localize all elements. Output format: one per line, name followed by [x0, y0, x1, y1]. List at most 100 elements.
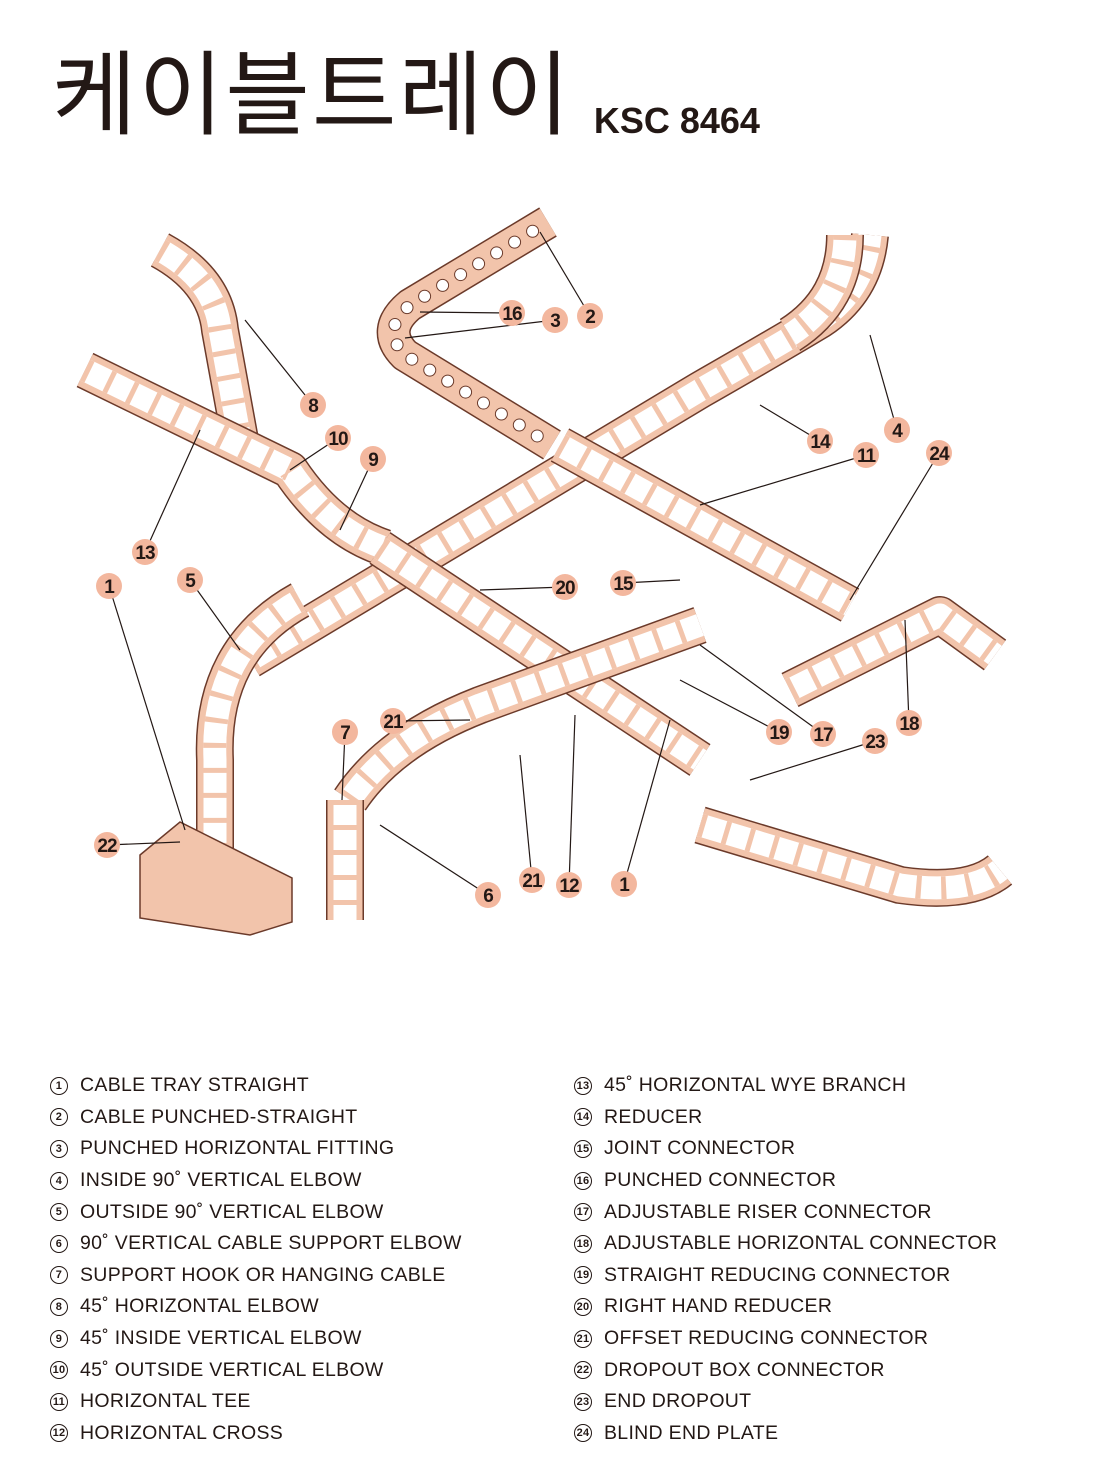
legend-label: INSIDE 90˚ VERTICAL ELBOW — [80, 1169, 362, 1192]
callout-20: 20 — [552, 574, 578, 600]
callout-number: 5 — [185, 571, 196, 592]
callout-number: 1 — [619, 875, 630, 896]
punch-hole — [530, 429, 544, 443]
legend-label: DROPOUT BOX CONNECTOR — [604, 1358, 885, 1381]
callout-12: 12 — [556, 872, 582, 898]
legend-label: 45˚ OUTSIDE VERTICAL ELBOW — [80, 1358, 384, 1381]
dropout-box — [139, 821, 293, 936]
callout-number: 3 — [550, 311, 560, 332]
callout-14: 14 — [807, 428, 833, 454]
leader-line — [904, 619, 910, 724]
callout-24: 24 — [926, 440, 952, 466]
callout-circle — [896, 710, 922, 736]
tray-45-horizontal-elbow — [150, 233, 259, 444]
callout-circle — [380, 708, 406, 734]
callout-19: 19 — [766, 719, 792, 745]
callout-number: 12 — [559, 876, 579, 897]
callout-3: 3 — [542, 307, 568, 333]
callout-number: 22 — [97, 836, 117, 857]
callout-circle — [926, 440, 952, 466]
leader-line — [244, 319, 314, 406]
callout-circle — [360, 446, 386, 472]
callout-circle — [325, 425, 351, 451]
callout-circle — [177, 567, 203, 593]
callout-number: 14 — [810, 432, 831, 453]
punch-hole — [494, 407, 508, 421]
legend-number: 17 — [574, 1203, 592, 1222]
callout-circle — [96, 573, 122, 599]
legend-label: SUPPORT HOOK OR HANGING CABLE — [80, 1263, 446, 1286]
punch-hole — [454, 268, 468, 282]
callout-13: 13 — [132, 539, 158, 565]
legend-label: OUTSIDE 90˚ VERTICAL ELBOW — [80, 1200, 384, 1223]
legend-label: CABLE PUNCHED-STRAIGHT — [80, 1105, 358, 1128]
legend-number: 22 — [574, 1361, 592, 1380]
punch-hole — [526, 224, 540, 238]
callout-circle — [94, 832, 120, 858]
punch-hole — [490, 246, 504, 260]
punch-hole — [418, 289, 432, 303]
callout-number: 13 — [135, 543, 155, 564]
callout-15: 15 — [610, 570, 636, 596]
tray-riser-right — [781, 596, 1007, 707]
legend-label: ADJUSTABLE HORIZONTAL CONNECTOR — [604, 1232, 998, 1255]
callout-21: 21 — [380, 708, 406, 734]
tray-inside-vertical-elbow — [779, 234, 864, 352]
legend-label: CABLE TRAY STRAIGHT — [80, 1074, 309, 1097]
leader-line — [849, 452, 940, 601]
page-header: 케이블트레이 KSC 8464 — [52, 47, 760, 145]
punch-hole — [441, 374, 455, 388]
callout-22: 22 — [94, 832, 120, 858]
callout-circle — [475, 882, 501, 908]
leader-line — [419, 311, 513, 314]
callout-7: 7 — [332, 719, 358, 745]
callout-1: 1 — [96, 573, 122, 599]
tray-assembly — [76, 232, 1013, 936]
legend-label: HORIZONTAL TEE — [80, 1390, 251, 1413]
callout-11: 11 — [853, 442, 879, 468]
punch-hole — [508, 235, 522, 249]
legend-number: 23 — [574, 1392, 592, 1411]
leader-line — [699, 644, 824, 735]
callout-9: 9 — [360, 446, 386, 472]
callout-number: 16 — [502, 304, 522, 325]
punch-hole — [436, 278, 450, 292]
callout-number: 8 — [308, 396, 318, 417]
callout-circle — [552, 574, 578, 600]
callout-number: 6 — [483, 886, 493, 907]
callout-circle — [884, 417, 910, 443]
callout-circle — [766, 719, 792, 745]
callout-number: 9 — [368, 450, 378, 471]
callout-number: 20 — [555, 578, 575, 599]
callout-circle — [132, 539, 158, 565]
legend-item: 4 INSIDE 90˚ VERTICAL ELBOW — [50, 1165, 462, 1197]
callout-number: 2 — [585, 307, 595, 328]
legend-number: 4 — [50, 1171, 68, 1190]
leader-line — [379, 824, 489, 896]
leader-line — [404, 319, 556, 339]
callout-circle — [577, 303, 603, 329]
callout-17: 17 — [810, 721, 836, 747]
tray-cross-diagonal — [369, 532, 711, 776]
legend-number: 9 — [50, 1329, 68, 1348]
punch-hole — [476, 396, 490, 410]
legend-number: 24 — [574, 1424, 592, 1443]
legend-number: 14 — [574, 1108, 592, 1127]
legend-number: 16 — [574, 1171, 592, 1190]
callout-circle — [853, 442, 879, 468]
leader-line — [539, 231, 591, 317]
